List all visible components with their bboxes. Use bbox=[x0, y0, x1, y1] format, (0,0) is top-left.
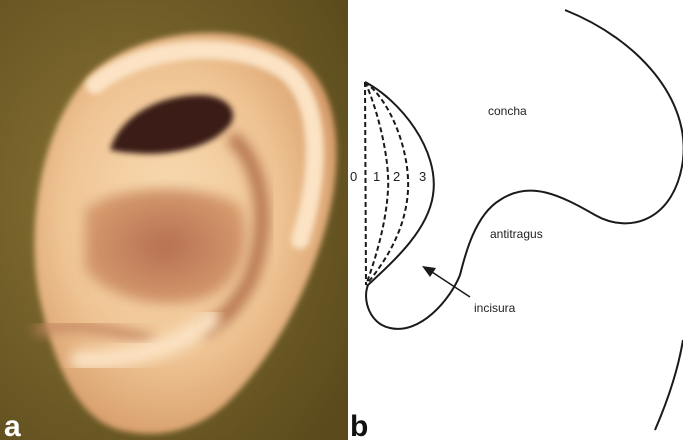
ear-concha bbox=[85, 189, 246, 304]
panel-b-letter: b bbox=[350, 410, 368, 440]
antitragus-label: antitragus bbox=[490, 227, 543, 241]
panel-a-photo: a bbox=[0, 0, 348, 440]
panel-a-letter: a bbox=[4, 410, 21, 440]
incisura-label: incisura bbox=[474, 301, 516, 315]
incisura-arrow bbox=[422, 266, 470, 297]
ear-outline-lower bbox=[655, 340, 683, 430]
grade-0-line bbox=[365, 82, 366, 285]
grade-label-0: 0 bbox=[350, 169, 357, 184]
grade-label-2: 2 bbox=[393, 169, 400, 184]
ear-outline-main bbox=[366, 10, 683, 329]
grade-label-1: 1 bbox=[373, 169, 380, 184]
panel-b-diagram: 0 1 2 3 concha antitragus incisura b bbox=[350, 10, 683, 440]
concha-label: concha bbox=[488, 104, 527, 118]
grade-label-3: 3 bbox=[419, 169, 426, 184]
